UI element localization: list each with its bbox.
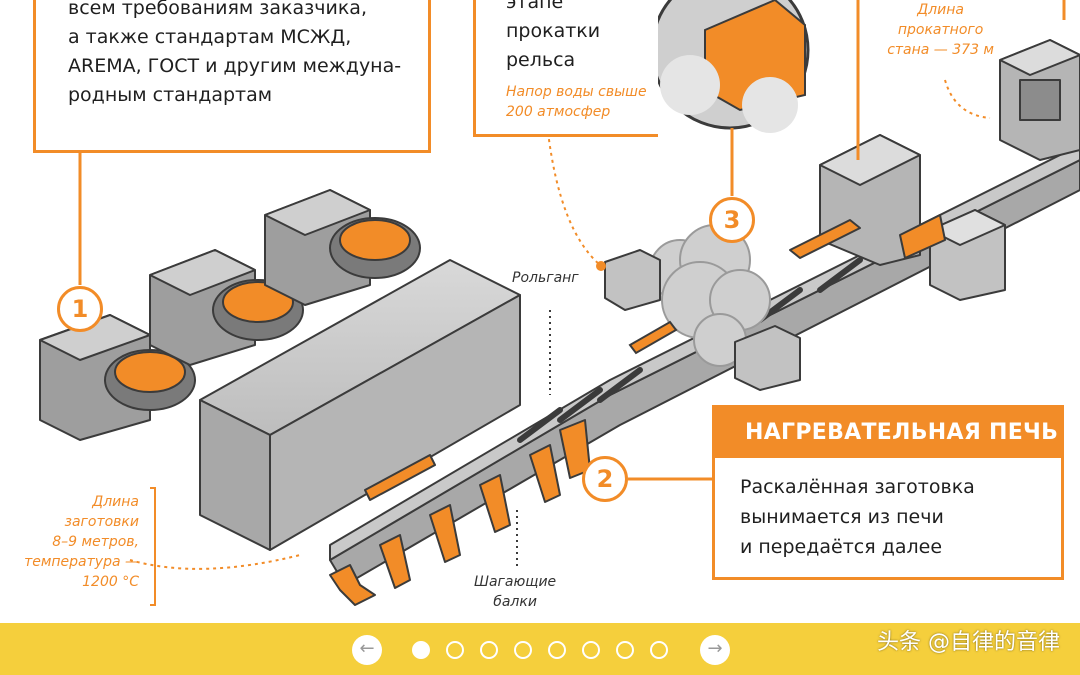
roller-table-label: Рольганг (512, 270, 579, 286)
billet-note: Длина заготовки 8–9 метров, температура … (24, 494, 139, 590)
page-dot-1[interactable] (412, 641, 430, 659)
slide-pagination (412, 641, 668, 659)
water-descaling-zoom (650, 0, 810, 133)
rolling-mill-length-note: Длина прокатного стана — 373 м (887, 0, 994, 60)
watermark: 头条 @自律的音律 (877, 630, 1060, 655)
rail-production-illustration (39, 0, 1080, 606)
rolling-mill-length-text: Длина прокатного стана — 373 м (887, 2, 994, 58)
heating-furnace-card: НАГРЕВАТЕЛЬНАЯ ПЕЧЬ Раскалённая заготовк… (712, 405, 1064, 580)
page-dot-5[interactable] (548, 641, 566, 659)
step-3-marker: 3 (709, 197, 755, 243)
arrow-left-icon[interactable]: ← (352, 635, 382, 665)
walking-beams-label: Шагающие балки (474, 574, 557, 610)
standards-callout: всем требованиям заказчика, а также стан… (33, 0, 431, 153)
page-dot-7[interactable] (616, 641, 634, 659)
steam-cloud (649, 224, 771, 367)
page-dot-8[interactable] (650, 641, 668, 659)
furnace-card-title: НАГРЕВАТЕЛЬНАЯ ПЕЧЬ (715, 408, 1061, 458)
page-dot-3[interactable] (480, 641, 498, 659)
page-dot-4[interactable] (514, 641, 532, 659)
furnace-card-description: Раскалённая заготовка вынимается из печи… (740, 476, 975, 558)
arrow-right-icon[interactable]: → (700, 635, 730, 665)
walking-beams (329, 419, 591, 606)
standards-text: всем требованиям заказчика, а также стан… (68, 0, 402, 106)
step-1-marker: 1 (57, 286, 103, 332)
rolling-mill-stands (789, 39, 1080, 301)
steel-ladles (39, 189, 421, 441)
heating-furnace-block (199, 259, 521, 551)
rolling-stage-text: этапе прокатки рельса (506, 0, 601, 71)
page-dot-6[interactable] (582, 641, 600, 659)
water-pressure-note: Напор воды свыше 200 атмосфер (506, 84, 647, 120)
step-2-marker: 2 (582, 456, 628, 502)
slide-navigation-bar: ← → 头条 @自律的音律 (0, 623, 1080, 675)
rolling-stage-callout: этапе прокатки рельса Напор воды свыше 2… (473, 0, 658, 137)
page-dot-2[interactable] (446, 641, 464, 659)
infographic-scene: всем требованиям заказчика, а также стан… (24, 0, 1080, 610)
